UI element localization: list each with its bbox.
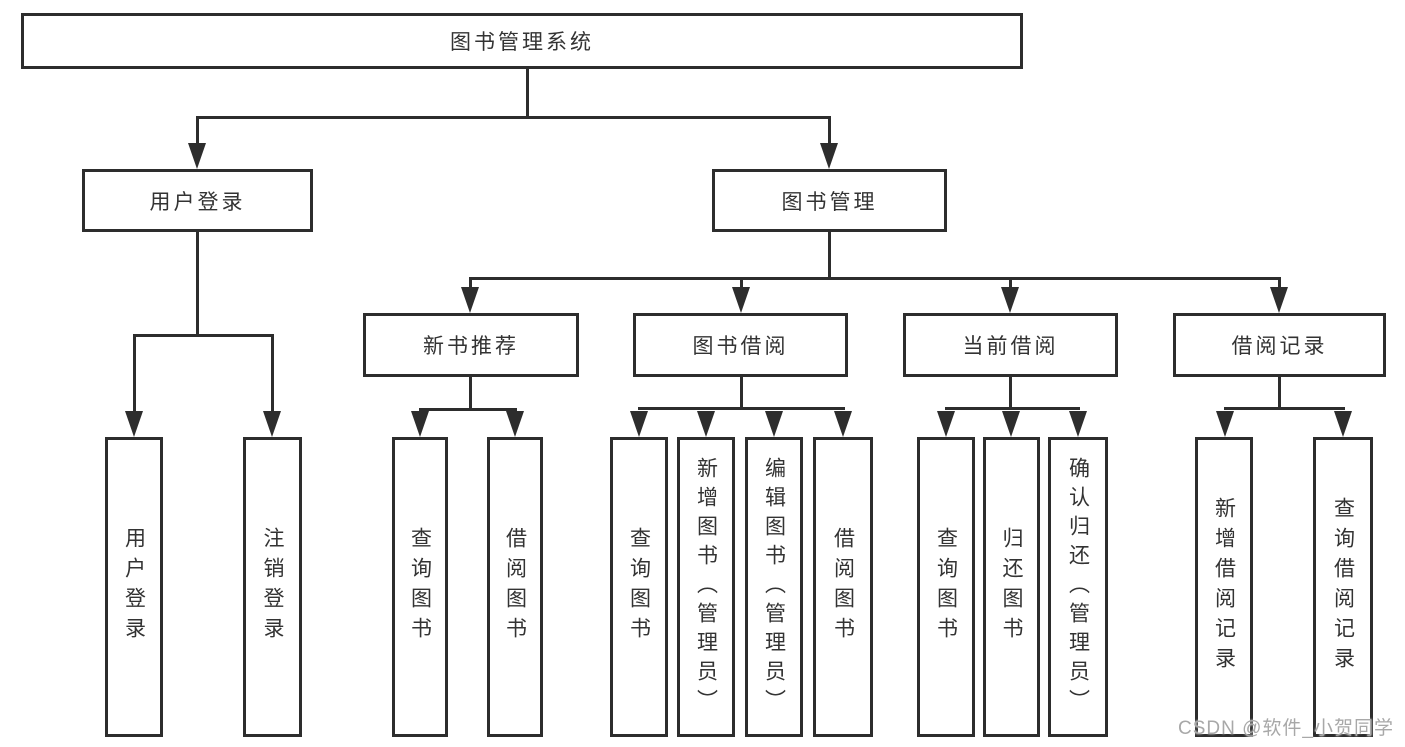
arrowhead-down-icon [937, 411, 955, 437]
arrowhead-down-icon [188, 143, 206, 169]
arrowhead-down-icon [820, 143, 838, 169]
arrowhead-down-icon [1334, 411, 1352, 437]
connector-line [945, 407, 1080, 410]
connector-line [196, 116, 199, 146]
arrowhead-down-icon [1270, 287, 1288, 313]
arrowhead-down-icon [732, 287, 750, 313]
csdn-watermark: CSDN @软件_小贺同学 [1178, 718, 1394, 739]
arrowhead-down-icon [411, 411, 429, 437]
node-book-borrow-label: 图书借阅 [692, 335, 789, 358]
leaf-user-login: 用户登录 [105, 437, 163, 737]
connector-line [638, 407, 845, 410]
connector-line [419, 408, 517, 411]
connector-line [469, 377, 472, 410]
arrowhead-down-icon [1001, 287, 1019, 313]
arrowhead-down-icon [1069, 411, 1087, 437]
connector-line [1278, 277, 1281, 290]
arrowhead-down-icon [506, 411, 524, 437]
connector-line [133, 334, 136, 412]
leaf-borrow-query-label: 查询图书 [627, 527, 651, 647]
arrowhead-down-icon [697, 411, 715, 437]
leaf-borrow-book: 借阅图书 [813, 437, 873, 737]
connector-line [133, 334, 274, 337]
leaf-record-query-label: 查询借阅记录 [1331, 497, 1355, 677]
leaf-current-query-label: 查询图书 [934, 527, 958, 647]
arrowhead-down-icon [1002, 411, 1020, 437]
node-user-login: 用户登录 [82, 169, 313, 232]
connector-line [740, 377, 743, 410]
connector-line [828, 116, 831, 146]
node-current-borrow-label: 当前借阅 [962, 335, 1059, 358]
leaf-logout: 注销登录 [243, 437, 302, 737]
node-book-management: 图书管理 [712, 169, 947, 232]
leaf-borrow-edit-admin-label: 编辑图书（管理员） [762, 456, 786, 718]
leaf-logout-label: 注销登录 [261, 527, 284, 647]
arrowhead-down-icon [630, 411, 648, 437]
node-book-management-label: 图书管理 [781, 190, 878, 214]
leaf-current-return: 归还图书 [983, 437, 1040, 737]
leaf-record-add-label: 新增借阅记录 [1212, 497, 1236, 677]
leaf-record-add: 新增借阅记录 [1195, 437, 1253, 737]
leaf-borrow-book-label: 借阅图书 [831, 527, 855, 647]
leaf-record-query: 查询借阅记录 [1313, 437, 1373, 737]
node-user-login-label: 用户登录 [149, 190, 246, 214]
arrowhead-down-icon [765, 411, 783, 437]
connector-line [1009, 277, 1012, 290]
node-root: 图书管理系统 [21, 13, 1023, 69]
node-borrow-record: 借阅记录 [1173, 313, 1386, 377]
node-book-borrow: 图书借阅 [633, 313, 848, 377]
leaf-borrow-add-admin: 新增图书（管理员） [677, 437, 735, 737]
leaf-borrow-query: 查询图书 [610, 437, 668, 737]
connector-line [1278, 377, 1281, 410]
leaf-user-login-label: 用户登录 [122, 527, 146, 647]
leaf-newbook-borrow: 借阅图书 [487, 437, 543, 737]
connector-line [197, 116, 831, 119]
connector-line [1224, 407, 1345, 410]
connector-line [526, 69, 529, 117]
arrowhead-down-icon [1216, 411, 1234, 437]
leaf-borrow-add-admin-label: 新增图书（管理员） [694, 456, 718, 718]
connector-line [828, 232, 831, 278]
arrowhead-down-icon [125, 411, 143, 437]
leaf-borrow-edit-admin: 编辑图书（管理员） [745, 437, 803, 737]
node-current-borrow: 当前借阅 [903, 313, 1118, 377]
node-borrow-record-label: 借阅记录 [1231, 335, 1328, 358]
arrowhead-down-icon [263, 411, 281, 437]
connector-line [469, 277, 1281, 280]
connector-line [469, 277, 472, 290]
connector-line [196, 232, 199, 336]
connector-line [740, 277, 743, 290]
leaf-newbook-query-label: 查询图书 [408, 527, 432, 647]
arrowhead-down-icon [834, 411, 852, 437]
leaf-current-return-label: 归还图书 [1000, 527, 1023, 647]
arrowhead-down-icon [461, 287, 479, 313]
node-new-book-recommend-label: 新书推荐 [423, 335, 519, 358]
node-new-book-recommend: 新书推荐 [363, 313, 579, 377]
connector-line [271, 334, 274, 412]
leaf-current-query: 查询图书 [917, 437, 975, 737]
leaf-newbook-query: 查询图书 [392, 437, 448, 737]
leaf-current-confirm-admin-label: 确认归还（管理员） [1066, 456, 1090, 718]
leaf-current-confirm-admin: 确认归还（管理员） [1048, 437, 1108, 737]
node-root-label: 图书管理系统 [450, 31, 594, 54]
connector-line [1009, 377, 1012, 410]
leaf-newbook-borrow-label: 借阅图书 [503, 527, 527, 647]
